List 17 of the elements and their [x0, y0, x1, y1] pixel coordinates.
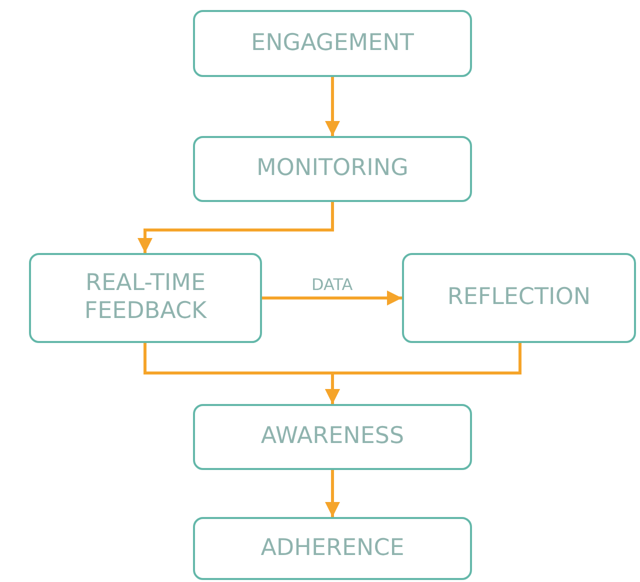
arrow — [262, 290, 402, 306]
node-label: ADHERENCE — [260, 534, 404, 562]
node-label: REAL-TIME FEEDBACK — [83, 270, 208, 326]
arrow — [325, 77, 340, 136]
process-box — [29, 253, 262, 343]
node-label: MONITORING — [256, 155, 408, 183]
node-label: ENGAGEMENT — [251, 30, 414, 58]
process-box — [193, 517, 472, 580]
process-box — [193, 404, 472, 470]
process-box — [402, 253, 636, 343]
process-box — [193, 136, 472, 202]
node-label: AWARENESS — [260, 423, 404, 451]
arrow — [325, 343, 522, 404]
arrow — [325, 470, 340, 517]
node-label: REFLECTION — [447, 284, 591, 312]
process-box — [193, 10, 472, 77]
arrow — [138, 202, 334, 253]
